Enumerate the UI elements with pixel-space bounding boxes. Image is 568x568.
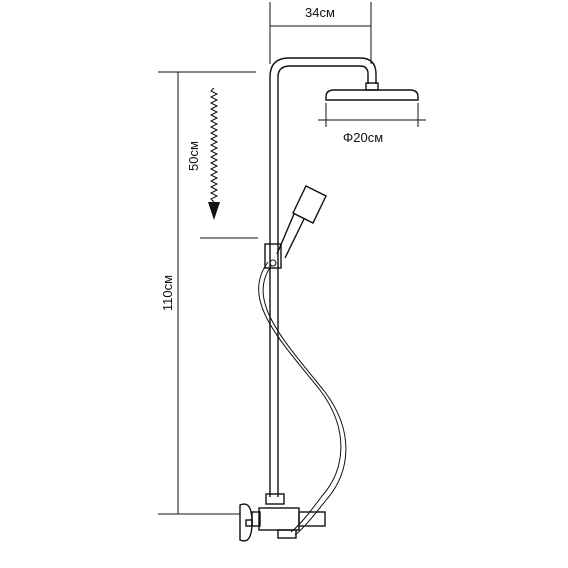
mixer-valve: [245, 493, 326, 539]
slide-bracket: [264, 243, 282, 269]
head-diameter-dimension: Φ20см: [318, 103, 426, 145]
hand-shower: [276, 185, 327, 259]
slide-range-dimension: 50см: [186, 87, 258, 239]
total-height-dimension: 110см: [158, 71, 256, 515]
total-height-label: 110см: [160, 275, 175, 311]
slide-range-label: 50см: [186, 141, 201, 171]
riser-pipe: [269, 77, 279, 497]
valve-handle: [239, 503, 253, 542]
shower-arm: [269, 57, 379, 91]
top-width-label: 34см: [305, 5, 335, 20]
down-arrow-icon: [208, 202, 220, 220]
shower-head: [325, 89, 419, 101]
head-diameter-label: Φ20см: [343, 130, 383, 145]
top-width-dimension: 34см: [269, 2, 372, 64]
